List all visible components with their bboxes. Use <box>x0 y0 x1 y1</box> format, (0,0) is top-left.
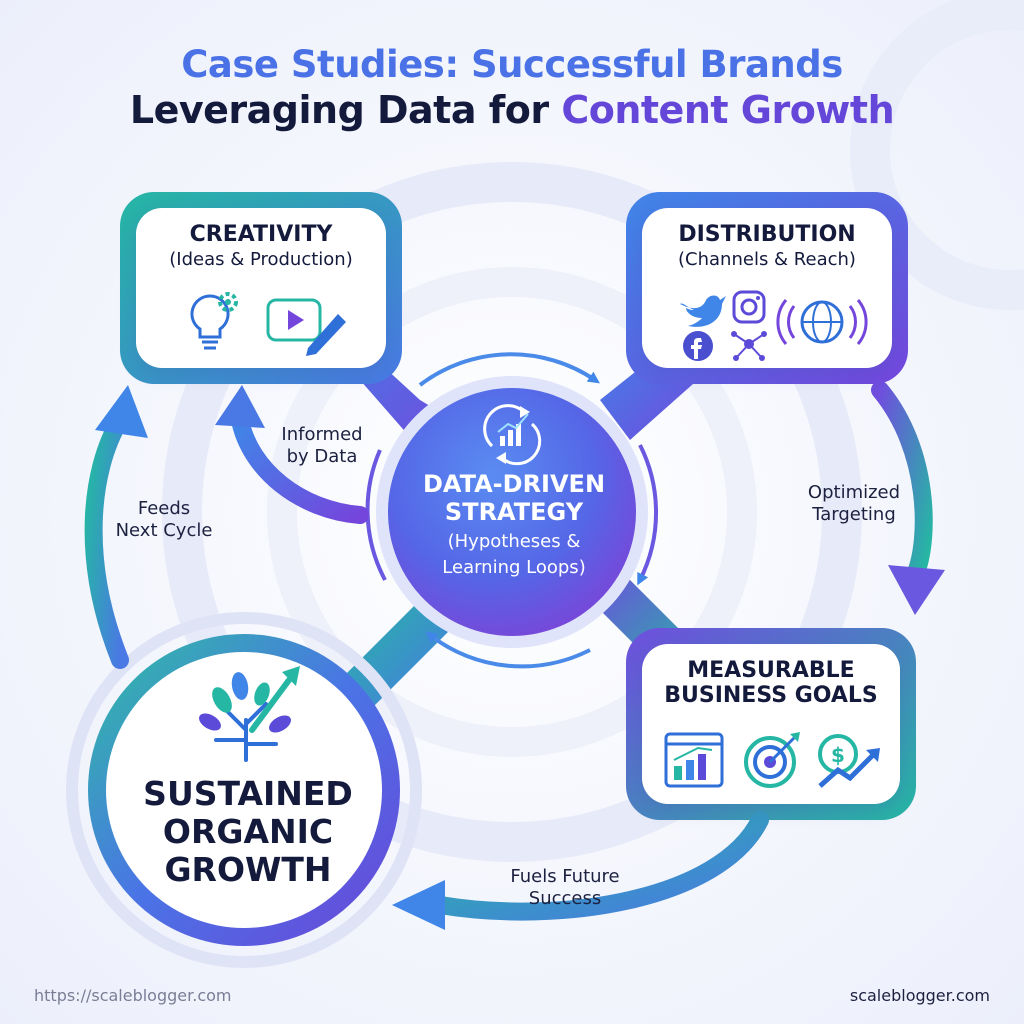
distribution-card: DISTRIBUTION (Channels & Reach) <box>642 208 892 368</box>
label-optimized-targeting: Optimized Targeting <box>790 482 918 525</box>
growth-halo <box>66 612 422 968</box>
arrow-informed-by-data <box>231 411 369 524</box>
analytics-cycle-icon <box>483 404 542 466</box>
growth-line-1: SUSTAINED <box>143 774 353 813</box>
label-informed-line-1: Informed <box>281 424 363 445</box>
orbit-arrow-right <box>637 444 659 586</box>
label-fuels-line-1: Fuels Future <box>510 866 620 887</box>
twitter-icon <box>680 295 726 327</box>
connector-growth <box>340 600 450 710</box>
center-sub-line-1: (Hypotheses & <box>447 530 581 552</box>
creativity-heading: CREATIVITY <box>189 222 333 247</box>
center-heading-line-1: DATA-DRIVEN <box>422 470 606 498</box>
instagram-icon <box>732 290 766 324</box>
label-informed-by-data: Informed by Data <box>262 424 382 467</box>
arrow-fuels-future-success <box>431 811 769 921</box>
background-ring <box>162 162 862 862</box>
center-circle <box>388 388 636 636</box>
globe-broadcast-icon <box>776 299 868 345</box>
distribution-heading: DISTRIBUTION <box>678 222 856 247</box>
svg-text:$: $ <box>831 743 845 767</box>
orbit-arrow-top <box>418 352 600 387</box>
arrow-fuels-head <box>392 880 445 930</box>
center-heading-line-2: STRATEGY <box>444 498 584 527</box>
growth-tree-icon <box>199 666 300 762</box>
label-optimized-line-1: Optimized <box>807 482 901 503</box>
title-line-2-accent: Content Growth <box>561 88 895 133</box>
goals-card: MEASURABLE BUSINESS GOALS $ <box>642 644 900 804</box>
title-line-2-main: Leveraging Data for <box>129 88 562 133</box>
growth-inner <box>106 652 382 928</box>
footer-brand[interactable]: scaleblogger.com <box>849 986 990 1005</box>
distribution-subheading: (Channels & Reach) <box>678 249 856 271</box>
title-line-1: Case Studies: Successful Brands <box>181 43 843 86</box>
dashboard-chart-icon <box>664 732 724 788</box>
label-informed-line-2: by Data <box>286 445 358 467</box>
creativity-card: CREATIVITY (Ideas & Production) <box>136 208 386 368</box>
arrow-feeds-next-cycle <box>84 411 129 669</box>
goals-heading-line-2: BUSINESS GOALS <box>664 683 878 709</box>
label-feeds-line-1: Feeds <box>137 498 191 519</box>
growth-node: SUSTAINED ORGANIC GROWTH <box>118 775 378 889</box>
title-line-2: Leveraging Data for Content Growth <box>0 87 1024 133</box>
dollar-growth-icon: $ <box>818 734 880 788</box>
background-ring <box>267 267 757 757</box>
page-title: Case Studies: Successful Brands Leveragi… <box>0 42 1024 133</box>
target-icon <box>744 732 800 788</box>
growth-line-3: GROWTH <box>164 849 332 889</box>
creativity-icons <box>190 292 346 356</box>
arrow-optimized-targeting <box>871 381 933 584</box>
orbit-arrow-bottom <box>425 631 591 669</box>
center-node: DATA-DRIVEN STRATEGY (Hypotheses & Learn… <box>390 470 638 580</box>
arrow-optimized-head <box>888 565 945 615</box>
label-feeds-next-cycle: Feeds Next Cycle <box>100 498 228 541</box>
network-icon <box>731 331 767 361</box>
center-sub-line-2: Learning Loops) <box>442 557 586 579</box>
arrow-informed-head <box>215 385 265 428</box>
facebook-icon <box>683 331 713 361</box>
video-edit-icon <box>266 298 346 356</box>
growth-line-2: ORGANIC <box>162 811 334 851</box>
distribution-icons <box>680 290 868 361</box>
label-fuels-future-success: Fuels Future Success <box>490 866 640 909</box>
goals-heading-line-1: MEASURABLE <box>687 658 855 683</box>
background-ring <box>850 0 1024 310</box>
label-optimized-line-2: Targeting <box>812 503 896 525</box>
creativity-subheading: (Ideas & Production) <box>169 249 353 271</box>
arrow-feeds-head <box>95 385 148 438</box>
lightbulb-gear-icon <box>190 292 238 350</box>
label-fuels-line-2: Success <box>528 887 602 909</box>
footer-url[interactable]: https://scaleblogger.com <box>34 986 232 1005</box>
goals-icons: $ <box>664 732 880 788</box>
label-feeds-line-2: Next Cycle <box>115 519 213 541</box>
